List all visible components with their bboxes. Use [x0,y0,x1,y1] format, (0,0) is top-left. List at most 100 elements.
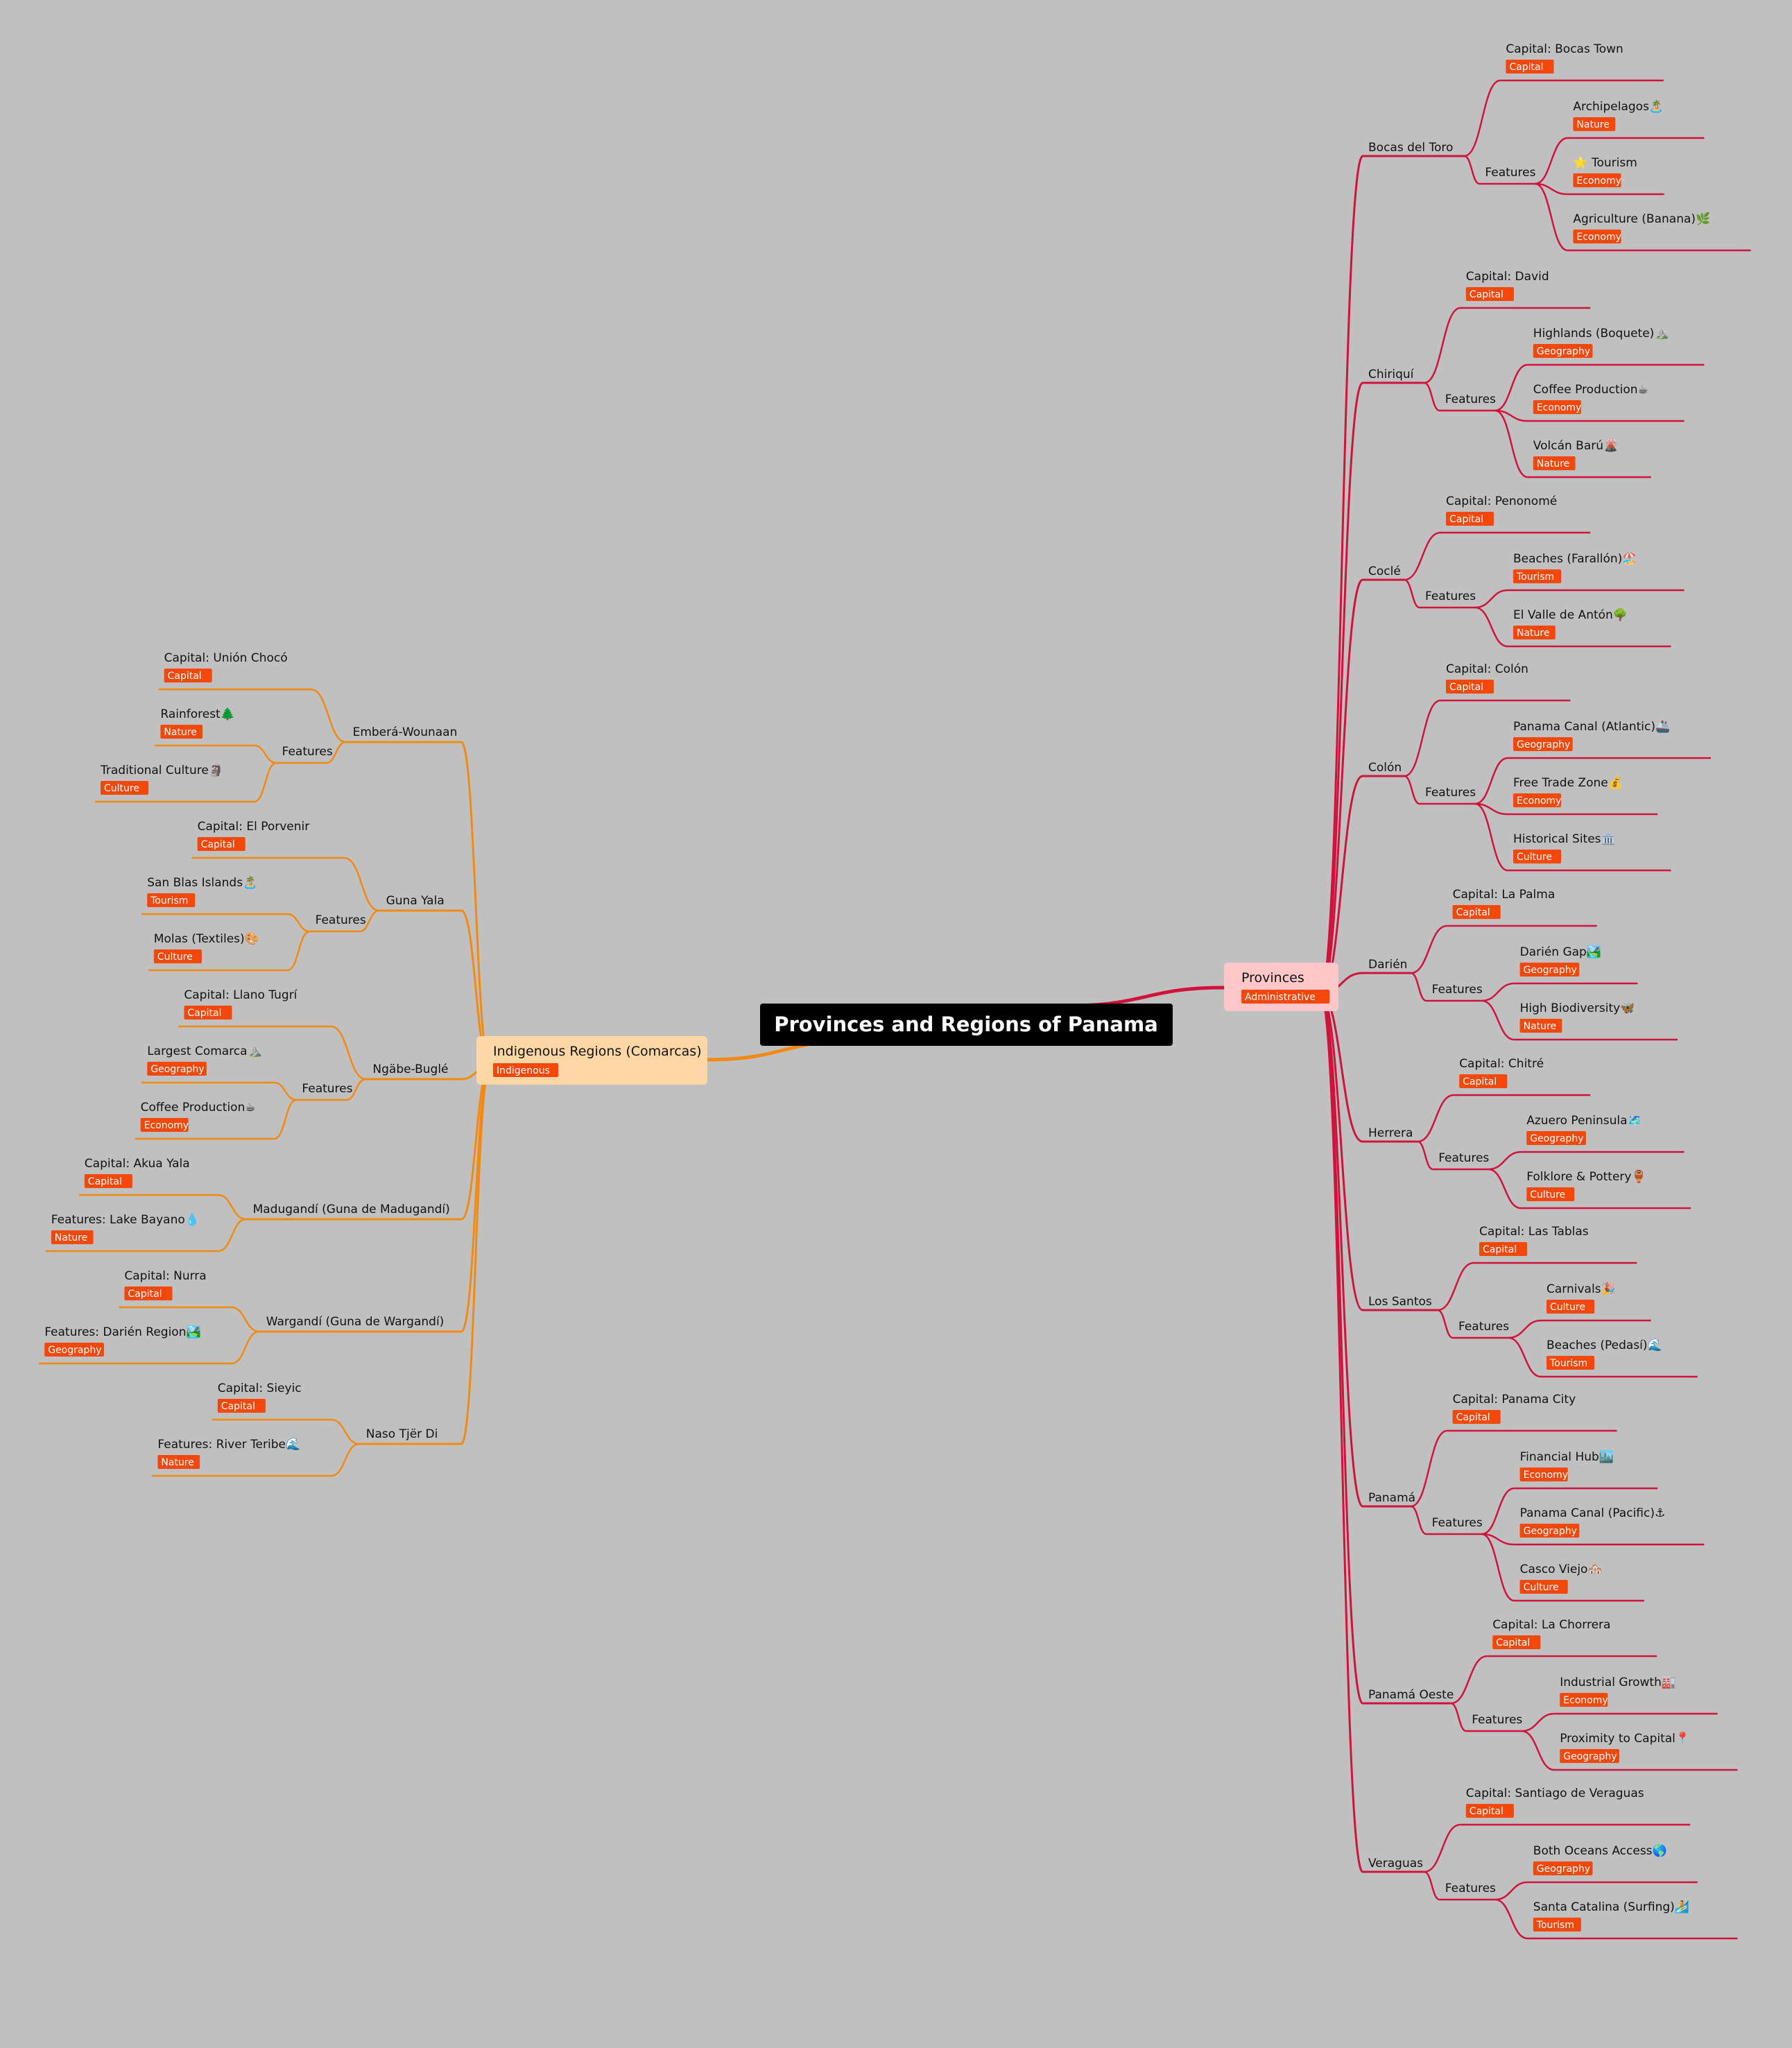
region-capital-tag-0-box [164,669,212,682]
region-0-feature-label-0: Rainforest🌲 [160,707,235,721]
region-2-feature-label-1: Coffee Production☕ [141,1101,256,1115]
region-name-1: Guna Yala [386,894,445,908]
region-0-feature-tag-0-text: Nature [164,727,196,738]
province-name-7: Panamá [1368,1491,1415,1505]
province-capital-link-6 [1437,1262,1474,1311]
province-0-feature-0-tag: Nature [1573,117,1616,131]
province-1-feature-1-label: Coffee Production☕ [1533,383,1648,397]
province-0-feature-2-tag-text: Economy [1576,232,1621,243]
region-1-feature-label-1: Molas (Textiles)🎨 [154,931,259,946]
province-branch-0 [1319,155,1364,995]
province-5-feature-1-tag-text: Culture [1530,1189,1565,1201]
province-9-feature-0-label: Both Oceans Access🌎 [1533,1843,1667,1858]
province-capital-0-tag-text: Capital [1509,62,1543,73]
region-capital-link-2 [331,1025,366,1081]
province-3-feature-link-0 [1474,757,1508,805]
province-3-feature-2-tag: Culture [1513,850,1562,863]
province-7-feature-2-tag-box [1519,1580,1568,1594]
province-capital-1-tag-text: Capital [1470,289,1504,300]
province-capital-9-tag: Capital [1465,1804,1514,1818]
region-capital-tag-5: Capital [217,1399,266,1413]
province-0-feature-1-tag: Economy [1573,173,1621,187]
region-branch-4 [460,1065,492,1333]
province-capital-0-label: Capital: Bocas Town [1506,42,1623,56]
province-1-feature-link-2 [1494,409,1528,479]
province-branch-2 [1319,578,1364,995]
province-7-feature-1-tag: Geography [1519,1524,1580,1538]
region-1-feature-tag-1-box [153,949,202,963]
region-2-feature-tag-0-text: Geography [150,1064,204,1075]
province-0-feature-2-tag-box [1573,230,1621,243]
region-2-feature-label-0: Largest Comarca⛰️ [147,1044,262,1058]
region-0-feature-tag-0-box [160,725,203,739]
region-capital-tag-1-box [197,837,245,851]
province-5-feature-0-tag: Geography [1526,1131,1586,1145]
region-capital-label-4: Capital: Nurra [124,1269,206,1283]
province-1-feature-0-tag-box [1533,344,1593,358]
province-3-feature-0-tag-text: Geography [1517,739,1570,750]
province-7-feature-link-2 [1481,1533,1515,1602]
region-capital-link-0 [311,688,346,743]
province-6-feature-0-tag: Culture [1547,1300,1595,1314]
region-capital-tag-2-text: Capital [187,1008,221,1019]
province-0-feature-1-tag-box [1573,173,1621,187]
province-capital-2-label: Capital: Penonomé [1446,494,1557,508]
province-capital-2-tag-box [1446,512,1494,526]
province-7-feature-link-0 [1481,1487,1515,1535]
province-6-feature-link-1 [1508,1336,1542,1378]
province-3-feature-1-tag-box [1513,793,1562,807]
provinces-hub-tag: Administrative [1245,992,1316,1003]
province-2-feature-1-tag: Nature [1513,626,1556,639]
province-5-feature-1-tag-box [1526,1187,1575,1201]
region-1-feature-tag-0: Tourism [147,893,196,907]
region-2-feature-tag-1: Economy [140,1118,189,1132]
root-node[interactable]: Provinces and Regions of Panama [760,1004,1173,1046]
province-2-feature-link-0 [1474,589,1508,609]
region-capital-label-2: Capital: Llano Tugrí [184,988,298,1002]
province-name-9: Veraguas [1368,1857,1423,1870]
region-feature-tag-4-box [44,1343,104,1357]
province-7-feature-0-tag-box [1519,1468,1568,1481]
province-capital-3-tag: Capital [1446,680,1494,694]
province-capital-link-7 [1411,1429,1447,1508]
province-branch-8 [1319,992,1364,1705]
province-capital-3-tag-box [1446,680,1494,694]
province-capital-8-tag: Capital [1492,1635,1541,1649]
province-3-feature-link-2 [1474,802,1508,872]
province-1-feature-0-tag-text: Geography [1537,346,1590,357]
region-capital-tag-1-text: Capital [201,839,235,850]
province-5-feature-link-0 [1488,1151,1522,1171]
province-7-feature-2-label: Casco Viejo🏘️ [1520,1563,1603,1576]
province-name-5: Herrera [1368,1126,1413,1140]
region-features-2: Features [302,1082,352,1096]
province-capital-1-tag: Capital [1465,287,1514,301]
province-branch-7 [1319,992,1364,1508]
province-7-feature-0-tag-text: Economy [1524,1470,1568,1481]
province-3-feature-0-tag-box [1513,737,1573,751]
province-9-feature-0-tag: Geography [1533,1861,1593,1875]
province-features-link-6 [1437,1309,1454,1339]
province-features-5: Features [1438,1151,1489,1165]
region-feature-label-4: Features: Darién Region🏞️ [44,1325,200,1339]
province-name-6: Los Santos [1368,1295,1432,1309]
province-1-feature-1-tag-text: Economy [1537,402,1581,413]
region-name-3: Madugandí (Guna de Madugandí) [253,1203,450,1216]
region-capital-tag-5-text: Capital [221,1401,255,1412]
province-3-feature-2-tag-box [1513,850,1562,863]
region-2-feature-tag-1-text: Economy [144,1120,189,1131]
province-capital-3-tag-text: Capital [1449,682,1483,693]
indigenous-hub[interactable]: Indigenous Regions (Comarcas)Indigenous [476,1036,707,1085]
province-1-feature-2-tag-text: Nature [1537,458,1569,470]
province-capital-5-tag-box [1459,1074,1508,1088]
province-name-0: Bocas del Toro [1368,141,1453,155]
province-4-feature-0-label: Darién Gap🏞️ [1520,945,1601,959]
region-capital-link-4 [231,1306,259,1333]
region-name-5: Naso Tjër Di [366,1427,438,1441]
indigenous-hub-label: Indigenous Regions (Comarcas) [493,1044,702,1059]
region-capital-tag-3-text: Capital [88,1176,122,1187]
province-4-feature-0-tag-text: Geography [1524,965,1577,976]
province-features-link-3 [1404,775,1420,805]
province-7-feature-2-tag-text: Culture [1524,1582,1559,1593]
region-name-0: Emberá-Wounaan [353,725,458,739]
